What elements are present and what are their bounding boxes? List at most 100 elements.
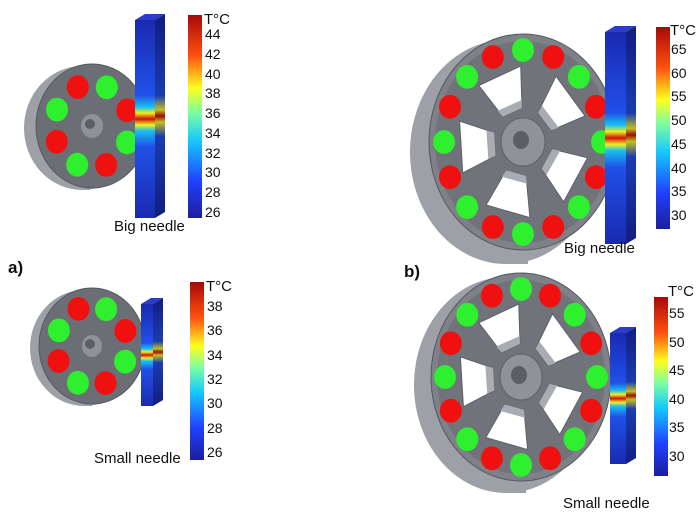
needle-b-big bbox=[605, 26, 636, 244]
magnet-red bbox=[439, 94, 461, 119]
magnet-red bbox=[94, 371, 117, 395]
magnet-green bbox=[95, 297, 118, 322]
magnet-green bbox=[114, 349, 137, 374]
magnet-red bbox=[542, 45, 565, 69]
magnet-ring bbox=[433, 38, 613, 246]
magnet-red bbox=[114, 319, 137, 343]
colorbar-tick-label: 26 bbox=[205, 204, 221, 220]
colorbar-tick-label: 26 bbox=[207, 444, 223, 460]
magnet-green bbox=[434, 365, 456, 389]
disk-a-big bbox=[24, 63, 149, 190]
disk-b-big bbox=[410, 33, 618, 264]
window-wall bbox=[501, 170, 527, 184]
magnet-ring bbox=[45, 75, 139, 177]
disk-window bbox=[459, 120, 497, 174]
colorbar-tick-label: 28 bbox=[207, 419, 223, 436]
window-ring bbox=[459, 303, 584, 451]
colorbar-tick-label: 40 bbox=[669, 390, 685, 407]
magnet-red bbox=[481, 45, 504, 69]
magnet-red bbox=[480, 446, 503, 471]
colorbar-tick-label: 35 bbox=[671, 183, 687, 200]
panel-label-b: b) bbox=[404, 262, 421, 281]
window-wall bbox=[485, 365, 495, 394]
needle-top bbox=[605, 26, 636, 32]
needle-side bbox=[153, 298, 163, 406]
magnet-red bbox=[542, 215, 565, 239]
disk-window bbox=[485, 403, 529, 451]
magnet-green bbox=[456, 302, 479, 327]
magnet-green bbox=[512, 38, 534, 62]
colorbar-tick-label: 45 bbox=[669, 362, 685, 379]
hub-hole bbox=[511, 366, 527, 384]
window-ring bbox=[459, 65, 589, 219]
needle-a-big bbox=[135, 14, 165, 218]
colorbar-tick-label: 30 bbox=[207, 395, 223, 412]
colorbar-tick-label: 34 bbox=[205, 124, 221, 141]
window-wall bbox=[535, 341, 556, 366]
magnet-red bbox=[116, 98, 139, 123]
caption-a-small: Small needle bbox=[94, 450, 181, 467]
needle-front bbox=[135, 20, 155, 218]
colorbar-tick-label: 32 bbox=[207, 371, 223, 387]
magnet-green bbox=[66, 370, 89, 395]
magnet-green bbox=[66, 152, 89, 177]
colorbar-tick-label: 38 bbox=[207, 298, 223, 314]
needle-front bbox=[610, 333, 626, 464]
magnet-red bbox=[580, 331, 603, 356]
window-wall bbox=[538, 105, 559, 131]
caption-a-big: Big needle bbox=[114, 218, 185, 235]
window-wall bbox=[486, 130, 496, 160]
magnet-green bbox=[586, 365, 608, 389]
magnet-red bbox=[585, 94, 607, 119]
magnet-red bbox=[580, 398, 603, 423]
needle-top bbox=[610, 327, 636, 333]
colorbar-tick-label: 34 bbox=[207, 346, 223, 363]
colorbar-tick-label: 45 bbox=[671, 135, 687, 152]
colorbar-tick-label: 36 bbox=[207, 322, 223, 339]
magnet-green bbox=[433, 130, 455, 154]
magnet-green bbox=[510, 453, 532, 477]
hub-hole bbox=[85, 339, 95, 349]
needle-top bbox=[141, 298, 163, 304]
unit-label-b-small: T°C bbox=[668, 283, 694, 300]
colorbar-tick-label: 38 bbox=[205, 85, 221, 102]
colorbar-tick-label: 60 bbox=[671, 64, 687, 81]
unit-label-a-small: T°C bbox=[206, 278, 232, 295]
needle-front bbox=[605, 32, 626, 244]
magnet-red bbox=[481, 215, 504, 239]
caption-b-small: Small needle bbox=[563, 495, 650, 512]
magnet-red bbox=[585, 165, 607, 190]
window-wall bbox=[500, 404, 525, 418]
colorbar-b-small bbox=[654, 297, 668, 476]
disk-window bbox=[478, 303, 521, 354]
colorbar-tick-label: 44 bbox=[205, 26, 221, 42]
colorbar-tick-label: 32 bbox=[205, 144, 221, 161]
colorbar-tick-label: 36 bbox=[205, 105, 221, 122]
hub-hole bbox=[513, 131, 529, 149]
hub-hole bbox=[85, 119, 95, 129]
magnet-red bbox=[66, 75, 89, 99]
magnet-red bbox=[480, 283, 503, 308]
magnet-red bbox=[439, 331, 462, 356]
colorbar-tick-label: 30 bbox=[671, 207, 687, 223]
magnet-red bbox=[67, 297, 90, 321]
window-wall bbox=[541, 149, 561, 176]
magnet-green bbox=[512, 222, 534, 246]
magnet-red bbox=[539, 446, 562, 471]
window-wall bbox=[538, 383, 558, 410]
magnet-ring bbox=[47, 297, 137, 395]
unit-label-a-big: T°C bbox=[204, 11, 230, 28]
magnet-green bbox=[510, 277, 532, 301]
magnet-green bbox=[46, 97, 68, 122]
magnet-green bbox=[47, 318, 70, 343]
needle-a-small bbox=[141, 298, 163, 406]
panel-label-a: a) bbox=[8, 258, 24, 277]
colorbar-tick-label: 50 bbox=[669, 333, 685, 350]
colorbar-tick-label: 35 bbox=[669, 419, 685, 436]
colorbar-tick-label: 28 bbox=[205, 184, 221, 201]
magnet-green bbox=[456, 427, 479, 452]
magnet-green bbox=[116, 130, 138, 155]
disk-b-small bbox=[414, 272, 612, 493]
